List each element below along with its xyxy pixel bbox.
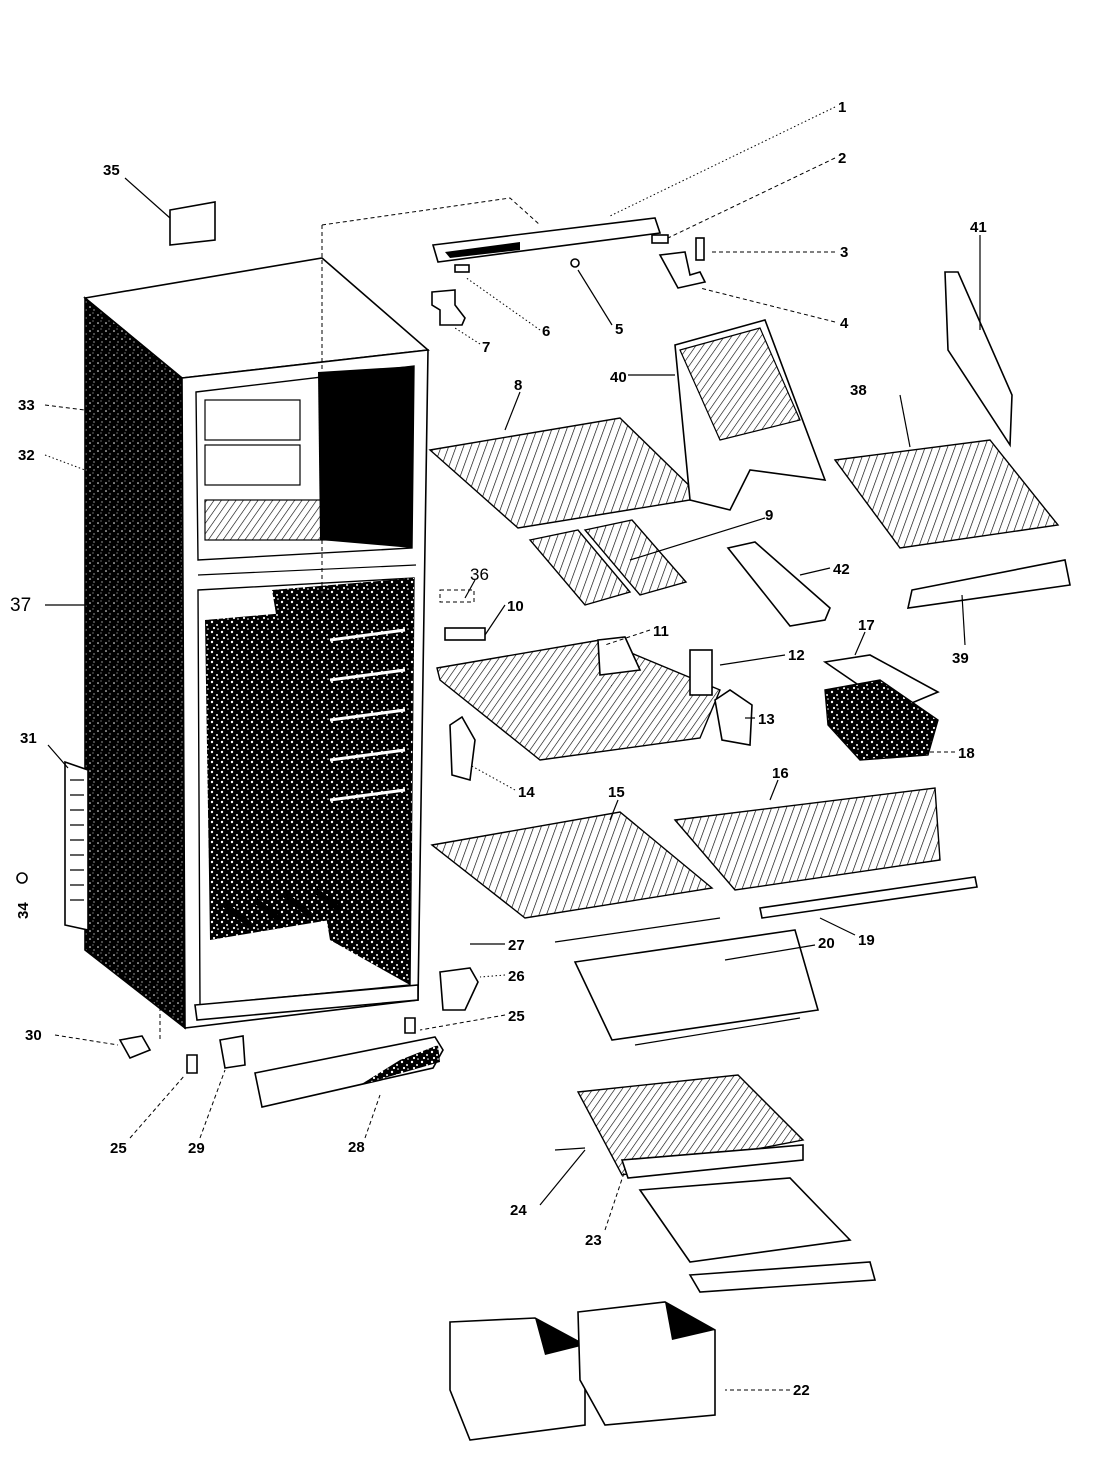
part-toe-grille	[254, 1036, 444, 1108]
part-drawer-side-13	[714, 689, 753, 746]
part-cover-42	[726, 541, 831, 627]
callout-23: 23	[585, 1232, 602, 1249]
part-bracket-29	[219, 1035, 246, 1069]
part-pin-24	[554, 1147, 586, 1151]
part-divider-panel	[944, 271, 1013, 448]
callout-10: 10	[507, 598, 524, 615]
part-leveling-foot-left	[186, 1054, 198, 1074]
part-freezer-shelf	[428, 417, 704, 529]
part-trim-19	[759, 876, 978, 919]
part-crisper-rail	[688, 1261, 877, 1293]
part-crisper-glass	[638, 1177, 852, 1263]
callout-26: 26	[508, 968, 525, 985]
callout-4: 4	[840, 315, 849, 332]
part-meat-drawer	[436, 636, 721, 761]
callout-38: 38	[850, 382, 867, 399]
callout-14: 14	[518, 784, 535, 801]
part-wire-shelf-16	[673, 787, 941, 891]
callout-17: 17	[858, 617, 875, 634]
callout-33: 33	[18, 397, 35, 414]
part-shelf-15	[430, 811, 714, 919]
part-roller-30	[118, 1035, 152, 1060]
callout-22: 22	[793, 1382, 810, 1399]
callout-39: 39	[952, 650, 969, 667]
part-crisper-bin	[824, 679, 939, 761]
callout-18: 18	[958, 745, 975, 762]
part-leveling-foot-right	[404, 1017, 416, 1034]
callout-29: 29	[188, 1140, 205, 1157]
part-ice-tray-left	[528, 529, 632, 606]
callout-labels: 1 2 3 4 5 6 7 8 9 10 11 12 13 14 15 16 1…	[10, 99, 987, 1399]
callout-7: 7	[482, 339, 490, 356]
callout-24: 24	[510, 1202, 527, 1219]
callout-36: 36	[470, 565, 489, 584]
part-rating-plate	[169, 201, 216, 246]
callout-16: 16	[772, 765, 789, 782]
part-crisper-front-strip	[620, 1144, 804, 1179]
callout-35: 35	[103, 162, 120, 179]
callout-31: 31	[20, 730, 37, 747]
callout-5: 5	[615, 321, 623, 338]
callout-6: 6	[542, 323, 550, 340]
callout-34: 34	[15, 902, 32, 919]
part-top-hinge	[658, 237, 707, 289]
callout-28: 28	[348, 1139, 365, 1156]
callout-25-right: 25	[508, 1008, 525, 1025]
part-shelf-front-39	[906, 559, 1071, 609]
callout-13: 13	[758, 711, 775, 728]
callout-30: 30	[25, 1027, 42, 1044]
part-top-hinge-cover	[431, 217, 669, 273]
callout-9: 9	[765, 507, 773, 524]
part-crisper-bins	[449, 1301, 716, 1441]
callout-20: 20	[818, 935, 835, 952]
callout-37: 37	[10, 595, 31, 616]
callout-8: 8	[514, 377, 522, 394]
callout-12: 12	[788, 647, 805, 664]
callout-11: 11	[653, 623, 669, 640]
part-clip	[16, 872, 28, 884]
callout-32: 32	[18, 447, 35, 464]
callout-15: 15	[608, 784, 625, 801]
callout-42: 42	[833, 561, 850, 578]
callout-2: 2	[838, 150, 846, 167]
part-ice-tray-right	[583, 519, 688, 596]
cabinet	[83, 197, 541, 1040]
callout-25-left: 25	[110, 1140, 127, 1157]
leader-lines	[44, 106, 981, 1391]
part-10	[444, 627, 486, 641]
part-bottom-hinge	[439, 967, 479, 1011]
callout-40: 40	[610, 369, 627, 386]
part-glass-cover-20	[573, 929, 820, 1041]
part-drawer-side-14	[449, 715, 476, 782]
callout-27: 27	[508, 937, 525, 954]
callout-1: 1	[838, 99, 846, 116]
part-shelf-38	[833, 439, 1060, 549]
part-36	[439, 589, 475, 603]
callout-41: 41	[970, 219, 987, 236]
callout-19: 19	[858, 932, 875, 949]
part-hinge-bracket	[431, 289, 466, 326]
callout-3: 3	[840, 244, 848, 261]
part-condenser	[64, 760, 89, 931]
